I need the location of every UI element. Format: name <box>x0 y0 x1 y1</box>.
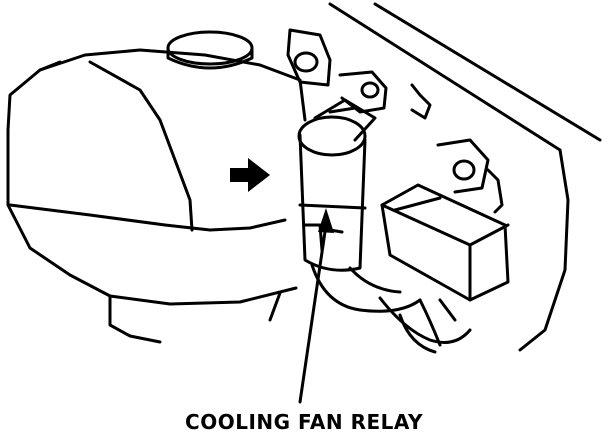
leader-line <box>298 223 328 404</box>
wiring-harness <box>310 263 472 354</box>
leader-arrowhead <box>318 208 334 233</box>
cooling-fan-relay <box>297 98 377 272</box>
connector-block <box>380 183 510 302</box>
mounting-screws <box>410 83 504 214</box>
reservoir-tank <box>6 30 307 344</box>
direction-arrow-icon <box>230 158 270 192</box>
mounting-bracket <box>286 28 388 114</box>
fender-panel <box>328 2 602 352</box>
caption: COOLING FAN RELAY <box>185 410 423 434</box>
